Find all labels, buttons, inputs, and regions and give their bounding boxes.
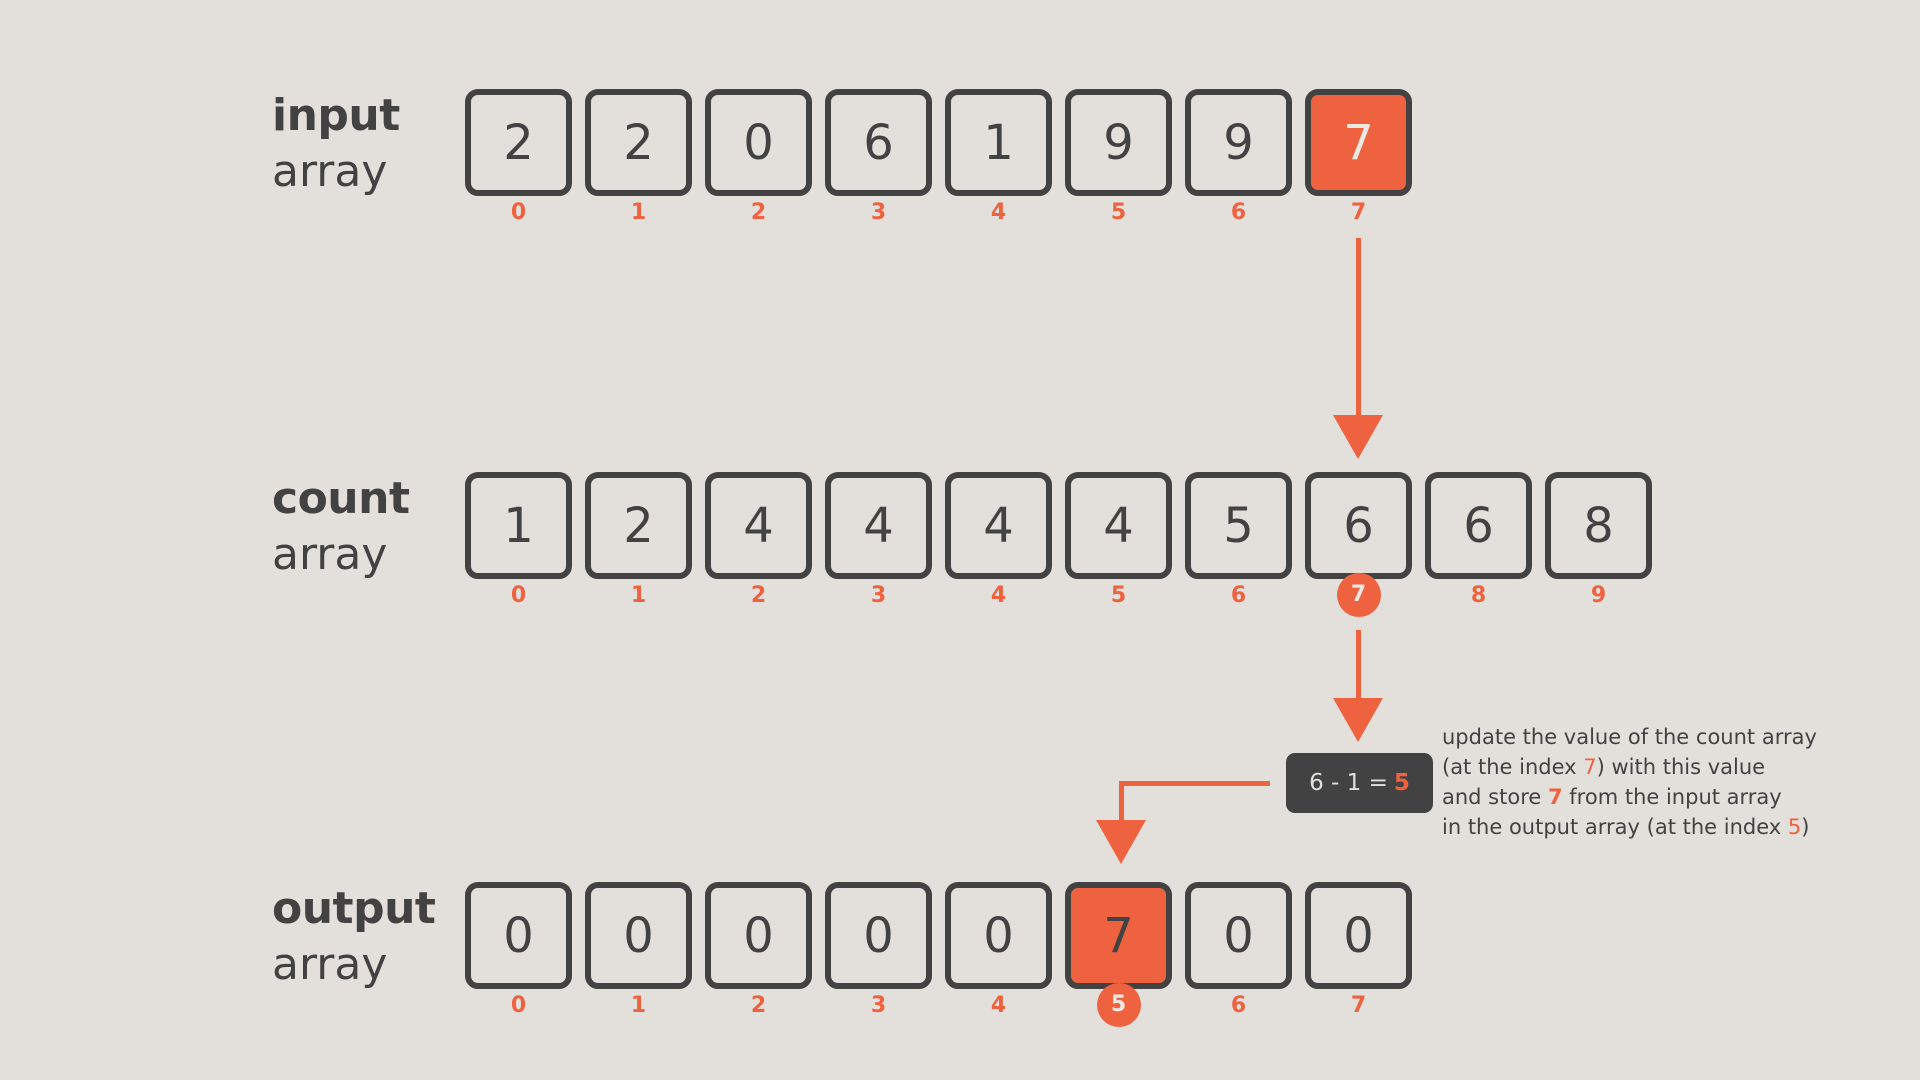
output-index: 3 — [870, 993, 887, 1018]
count-cell: 6 — [1305, 472, 1412, 579]
output-label-subtitle: array — [272, 939, 388, 990]
arrow-down-icon — [1333, 698, 1383, 742]
output-index: 4 — [990, 993, 1007, 1018]
count-cell: 4 — [1065, 472, 1172, 579]
count-array-label: count array — [272, 477, 410, 577]
count-index: 4 — [990, 583, 1007, 608]
arrow-down-icon — [1096, 820, 1146, 864]
output-cell: 0 — [585, 882, 692, 989]
count-index-badge: 7 — [1336, 573, 1381, 617]
output-index: 7 — [1350, 993, 1367, 1018]
count-cell: 4 — [705, 472, 812, 579]
count-label-subtitle: array — [272, 529, 388, 580]
input-index: 0 — [510, 200, 527, 225]
note-line-3: and store 7 from the input array — [1442, 785, 1782, 809]
output-array-label: output array — [272, 883, 436, 990]
formula-result: 5 — [1393, 770, 1410, 796]
input-index: 7 — [1350, 200, 1367, 225]
count-index-highlighted: 7 — [1305, 573, 1412, 617]
output-cell-highlighted: 7 — [1065, 882, 1172, 989]
output-index: 0 — [510, 993, 527, 1018]
count-label-title: count — [272, 473, 410, 524]
input-array-label: input array — [272, 94, 400, 194]
count-cell: 4 — [945, 472, 1052, 579]
arrow-count-to-formula-shaft — [1356, 630, 1361, 702]
arrow-formula-to-output-vertical — [1119, 781, 1124, 823]
arrow-down-icon — [1333, 415, 1383, 459]
output-index-highlighted: 5 — [1065, 983, 1172, 1027]
count-index: 0 — [510, 583, 527, 608]
count-cell: 8 — [1545, 472, 1652, 579]
input-index: 1 — [630, 200, 647, 225]
count-index: 3 — [870, 583, 887, 608]
output-label-title: output — [272, 883, 436, 934]
note-line-4: in the output array (at the index 5) — [1442, 815, 1810, 839]
input-index: 6 — [1230, 200, 1247, 225]
explanation-note: update the value of the count array (at … — [1442, 722, 1817, 842]
note-line-1: update the value of the count array — [1442, 725, 1817, 749]
count-index: 9 — [1590, 583, 1607, 608]
count-index: 1 — [630, 583, 647, 608]
output-cell: 0 — [705, 882, 812, 989]
count-index: 2 — [750, 583, 767, 608]
input-cell: 9 — [1185, 89, 1292, 196]
input-cell: 9 — [1065, 89, 1172, 196]
output-cell: 0 — [825, 882, 932, 989]
output-index: 1 — [630, 993, 647, 1018]
count-index: 5 — [1110, 583, 1127, 608]
input-index: 2 — [750, 200, 767, 225]
output-index-badge: 5 — [1096, 983, 1141, 1027]
input-index: 4 — [990, 200, 1007, 225]
output-cell: 0 — [1305, 882, 1412, 989]
count-cell: 2 — [585, 472, 692, 579]
output-cell: 0 — [1185, 882, 1292, 989]
count-cell: 1 — [465, 472, 572, 579]
count-cell: 6 — [1425, 472, 1532, 579]
output-index: 6 — [1230, 993, 1247, 1018]
count-index: 8 — [1470, 583, 1487, 608]
input-index: 5 — [1110, 200, 1127, 225]
input-index: 3 — [870, 200, 887, 225]
input-cell: 0 — [705, 89, 812, 196]
formula-box: 6 - 1 = 5 — [1286, 753, 1433, 813]
arrow-formula-to-output-horizontal — [1119, 781, 1270, 786]
output-cell: 0 — [465, 882, 572, 989]
count-cell: 5 — [1185, 472, 1292, 579]
arrow-input-to-count-shaft — [1356, 238, 1361, 418]
input-cell: 2 — [465, 89, 572, 196]
input-label-subtitle: array — [272, 146, 388, 197]
input-label-title: input — [272, 90, 400, 141]
input-cell: 1 — [945, 89, 1052, 196]
count-index: 6 — [1230, 583, 1247, 608]
input-cell: 6 — [825, 89, 932, 196]
count-cell: 4 — [825, 472, 932, 579]
input-cell-highlighted: 7 — [1305, 89, 1412, 196]
output-cell: 0 — [945, 882, 1052, 989]
output-index: 2 — [750, 993, 767, 1018]
input-cell: 2 — [585, 89, 692, 196]
note-line-2: (at the index 7) with this value — [1442, 755, 1766, 779]
formula-expression: 6 - 1 = — [1309, 770, 1388, 796]
